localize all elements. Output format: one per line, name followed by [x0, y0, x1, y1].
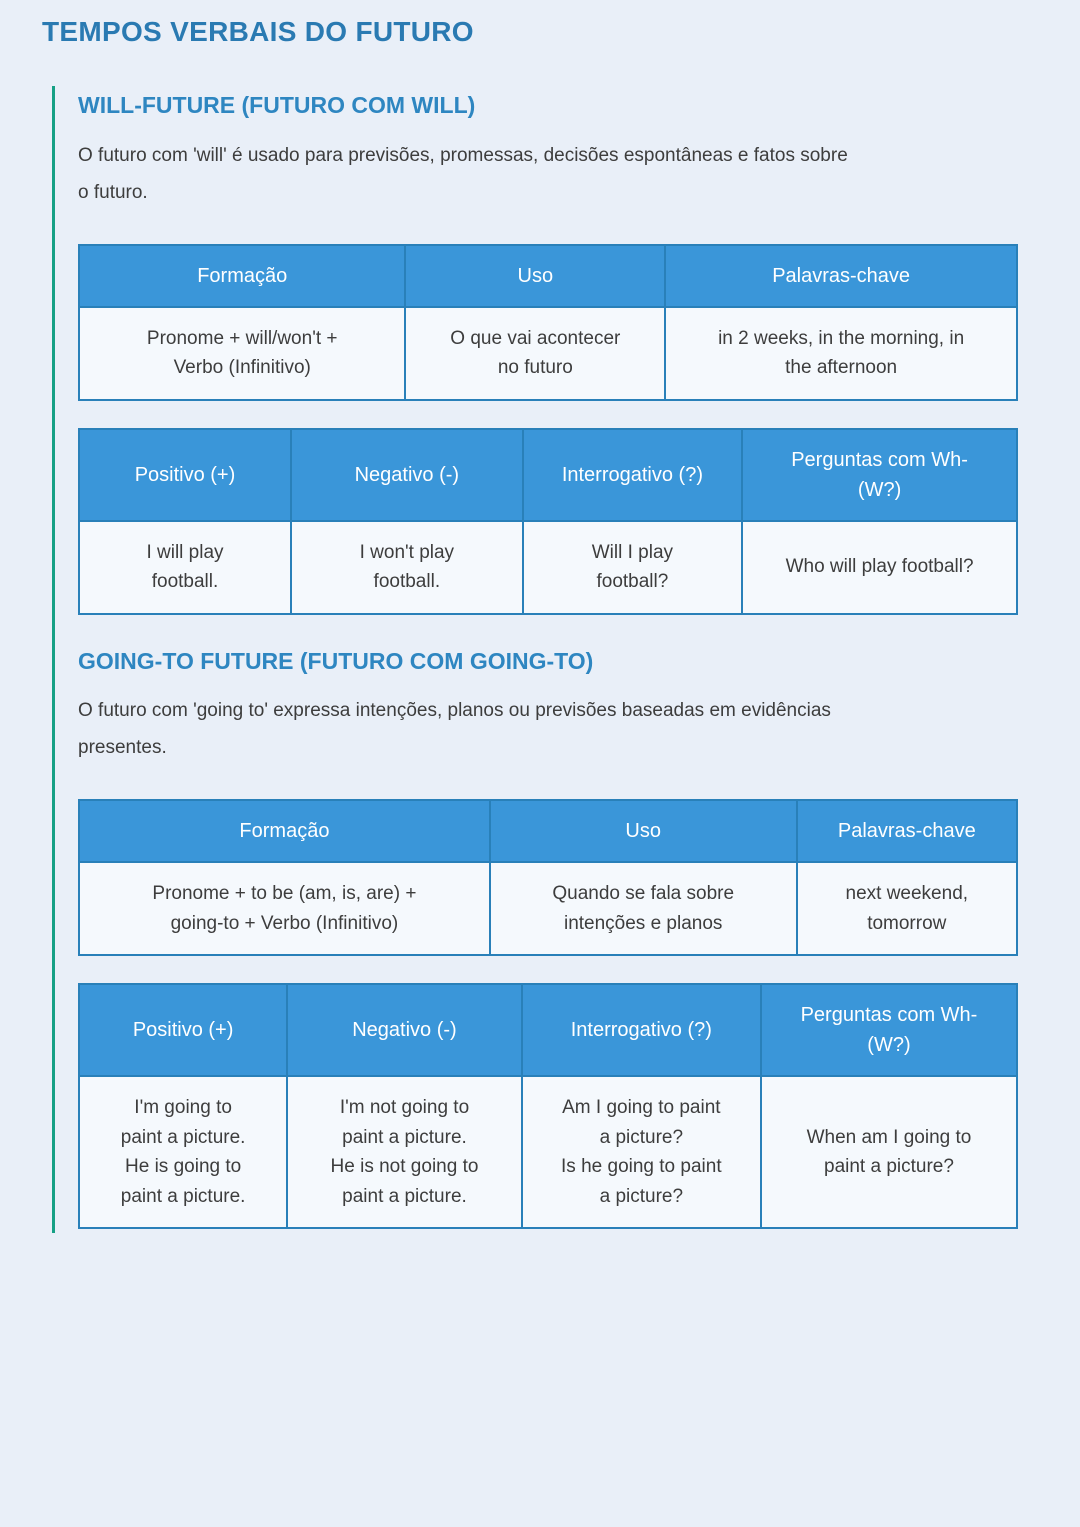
table-header-row: Formação Uso Palavras-chave	[78, 799, 1019, 864]
table-cell: Pronome + to be (am, is, are) + going-to…	[78, 861, 491, 957]
section-description: O futuro com 'going to' expressa intençõ…	[78, 700, 831, 759]
going-to-formation-table: Formação Uso Palavras-chave Pronome + to…	[78, 799, 1019, 957]
table-cell: I will play football.	[78, 519, 292, 615]
table-row: Pronome + will/won't + Verbo (Infinitivo…	[77, 305, 1018, 401]
table-header-cell: Positivo (+)	[77, 983, 289, 1078]
table-cell: Pronome + will/won't + Verbo (Infinitivo…	[77, 305, 407, 401]
content-rail: WILL-FUTURE (FUTURO COM WILL) O futuro c…	[52, 86, 1019, 1233]
table-header-cell: Negativo (-)	[286, 983, 523, 1078]
table-cell: O que vai acontecer no futuro	[404, 305, 667, 401]
table-cell: When am I going to paint a picture?	[759, 1075, 1019, 1229]
table-cell: Quando se fala sobre intenções e planos	[488, 861, 798, 957]
table-header-cell: Interrogativo (?)	[521, 427, 744, 522]
table-header-cell: Positivo (+)	[78, 427, 292, 522]
table-cell: I'm going to paint a picture. He is goin…	[77, 1075, 289, 1229]
table-header-row: Positivo (+) Negativo (-) Interrogativo …	[78, 427, 1018, 522]
table-header-cell: Uso	[488, 799, 798, 864]
table-cell: I won't play football.	[289, 519, 524, 615]
table-header-cell: Uso	[404, 243, 667, 308]
table-cell: Who will play football?	[741, 519, 1018, 615]
table-header-cell: Interrogativo (?)	[520, 983, 762, 1078]
table-header-cell: Formação	[77, 243, 407, 308]
table-header-cell: Palavras-chave	[664, 243, 1018, 308]
table-header-cell: Negativo (-)	[289, 427, 524, 522]
table-header-cell: Perguntas com Wh- (W?)	[759, 983, 1019, 1078]
table-header-cell: Formação	[78, 799, 491, 864]
table-header-row: Positivo (+) Negativo (-) Interrogativo …	[77, 983, 1019, 1078]
table-cell: next weekend, tomorrow	[795, 861, 1019, 957]
table-header-row: Formação Uso Palavras-chave	[77, 243, 1018, 308]
page-title: TEMPOS VERBAIS DO FUTURO	[42, 16, 474, 47]
table-row: I will play football. I won't play footb…	[78, 519, 1018, 615]
section-heading-will-future: WILL-FUTURE (FUTURO COM WILL)	[78, 92, 476, 119]
table-row: I'm going to paint a picture. He is goin…	[77, 1075, 1019, 1229]
going-to-forms-table: Positivo (+) Negativo (-) Interrogativo …	[77, 983, 1019, 1229]
table-cell: I'm not going to paint a picture. He is …	[286, 1075, 523, 1229]
table-cell: Am I going to paint a picture? Is he goi…	[520, 1075, 762, 1229]
table-header-cell: Perguntas com Wh- (W?)	[741, 427, 1018, 522]
table-header-cell: Palavras-chave	[795, 799, 1019, 864]
will-formation-table: Formação Uso Palavras-chave Pronome + wi…	[77, 243, 1018, 401]
section-description: O futuro com 'will' é usado para previsõ…	[78, 144, 848, 203]
will-forms-table: Positivo (+) Negativo (-) Interrogativo …	[78, 427, 1018, 615]
table-row: Pronome + to be (am, is, are) + going-to…	[78, 861, 1019, 957]
table-cell: Will I play football?	[521, 519, 744, 615]
table-cell: in 2 weeks, in the morning, in the after…	[664, 305, 1018, 401]
section-heading-going-to-future: GOING-TO FUTURE (FUTURO COM GOING-TO)	[78, 647, 594, 674]
